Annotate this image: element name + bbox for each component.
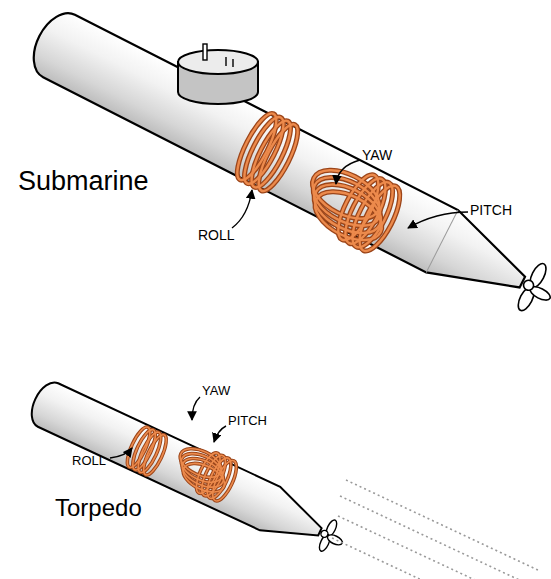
propeller	[314, 517, 350, 558]
torpedo-hull	[25, 374, 354, 564]
leader-lines	[110, 160, 468, 458]
part-label: YAW	[362, 148, 392, 162]
part-label: ROLL	[72, 454, 106, 467]
wake-lines	[332, 480, 540, 579]
propeller	[512, 260, 551, 320]
part-label: YAW	[202, 384, 230, 397]
title-label: Torpedo	[55, 496, 142, 520]
conning-tower	[178, 44, 258, 104]
part-label: PITCH	[470, 203, 512, 217]
part-label: PITCH	[228, 414, 267, 427]
part-label: ROLL	[198, 228, 235, 242]
title-label: Submarine	[18, 168, 149, 195]
